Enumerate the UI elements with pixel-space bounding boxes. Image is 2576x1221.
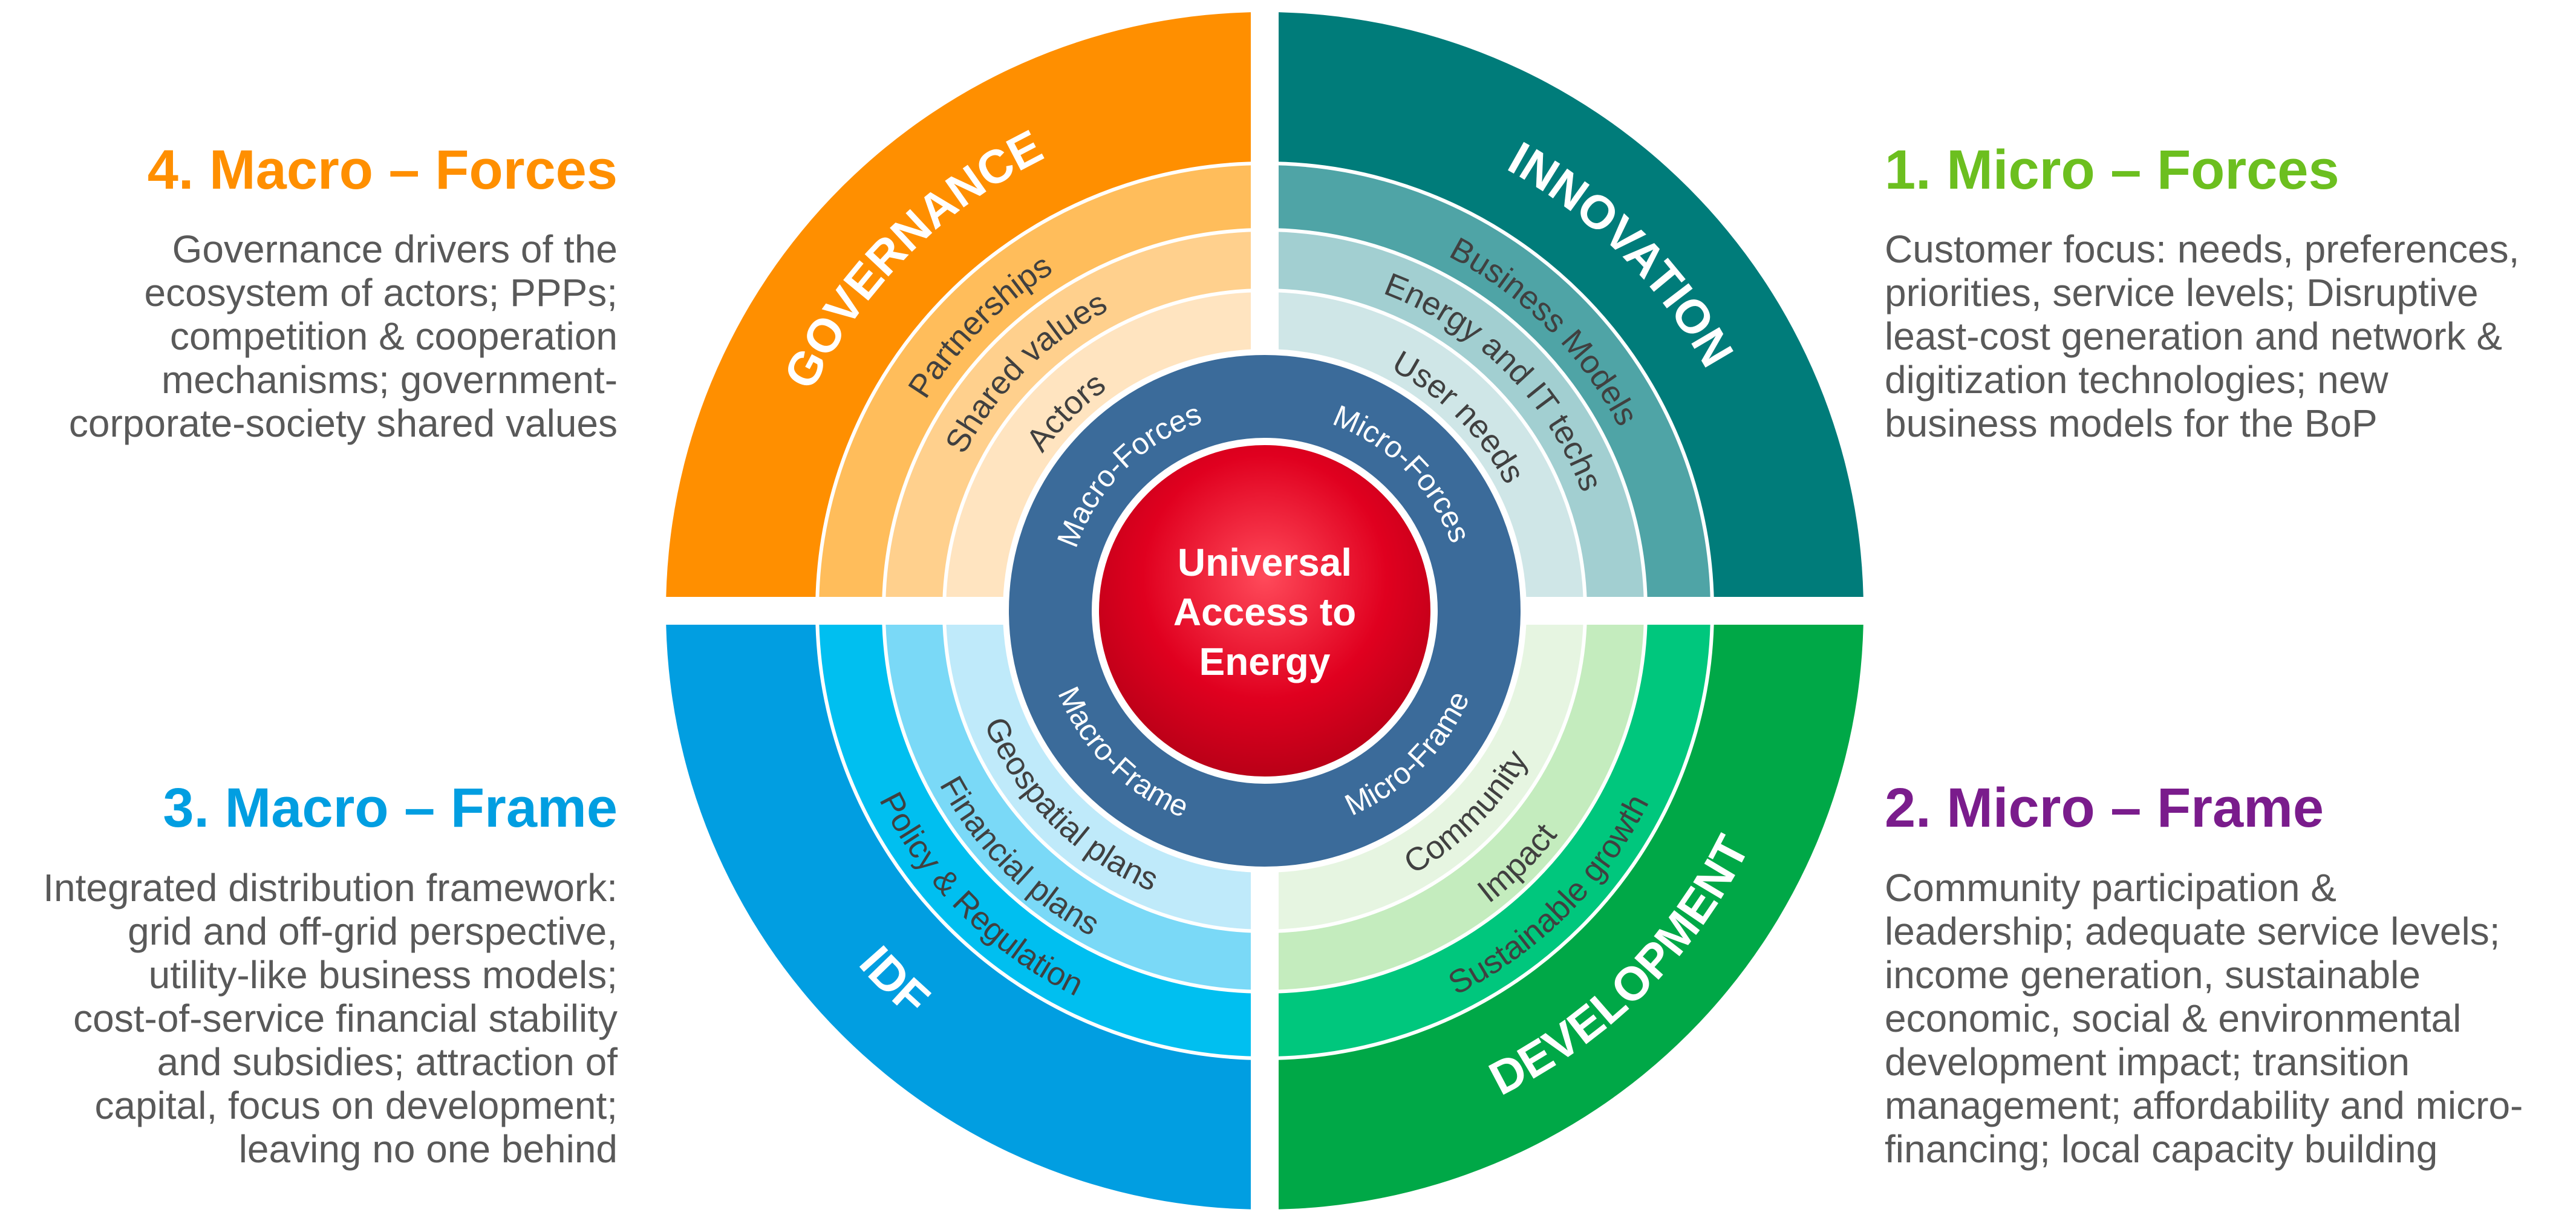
q4-desc-line: corporate-society shared values — [68, 402, 618, 445]
center-circle — [1092, 438, 1438, 784]
q1-desc-line: digitization technologies; new — [1885, 358, 2389, 402]
center-title-line: Access to — [1173, 590, 1356, 634]
q2-desc-line: income generation, sustainable — [1885, 953, 2421, 997]
q1-description: Customer focus: needs, preferences, prio… — [1885, 227, 2519, 445]
q3-description: Integrated distribution framework: grid … — [43, 866, 618, 1171]
q2-desc-line: management; affordability and micro- — [1885, 1084, 2523, 1127]
q3-desc-line: capital, focus on development; — [94, 1084, 618, 1127]
q3-desc-line: grid and off-grid perspective, — [128, 910, 618, 953]
q2-description: Community participation & leadership; ad… — [1885, 866, 2523, 1171]
center-title-line: Universal — [1178, 541, 1352, 584]
q3-title: 3. Macro – Frame — [163, 777, 618, 839]
q2-desc-line: development impact; transition — [1885, 1040, 2410, 1084]
q4-desc-line: competition & cooperation — [170, 314, 618, 358]
q2-desc-line: Community participation & — [1885, 866, 2336, 910]
q1-title: 1. Micro – Forces — [1885, 139, 2340, 201]
center-title-line: Energy — [1199, 640, 1331, 683]
q4-desc-line: Governance drivers of the — [172, 227, 618, 271]
q1-desc-line: priorities, service levels; Disruptive — [1885, 271, 2479, 314]
q2-desc-line: financing; local capacity building — [1885, 1127, 2438, 1171]
q3-desc-line: Integrated distribution framework: — [43, 866, 618, 910]
q3-desc-line: cost-of-service financial stability — [73, 997, 618, 1040]
q4-title: 4. Macro – Forces — [147, 139, 618, 201]
q1-desc-line: least-cost generation and network & — [1885, 314, 2503, 358]
q1-desc-line: business models for the BoP — [1885, 402, 2378, 445]
q3-desc-line: leaving no one behind — [238, 1127, 618, 1171]
q2-desc-line: leadership; adequate service levels; — [1885, 910, 2500, 953]
q2-title: 2. Micro – Frame — [1885, 777, 2324, 839]
q4-desc-line: mechanisms; government- — [161, 358, 618, 402]
q3-desc-line: and subsidies; attraction of — [157, 1040, 618, 1084]
q4-description: Governance drivers of the ecosystem of a… — [69, 227, 618, 445]
q1-desc-line: Customer focus: needs, preferences, — [1885, 227, 2520, 271]
q3-desc-line: utility-like business models; — [148, 953, 618, 997]
q2-desc-line: economic, social & environmental — [1885, 997, 2462, 1040]
q4-desc-line: ecosystem of actors; PPPs; — [144, 271, 618, 314]
